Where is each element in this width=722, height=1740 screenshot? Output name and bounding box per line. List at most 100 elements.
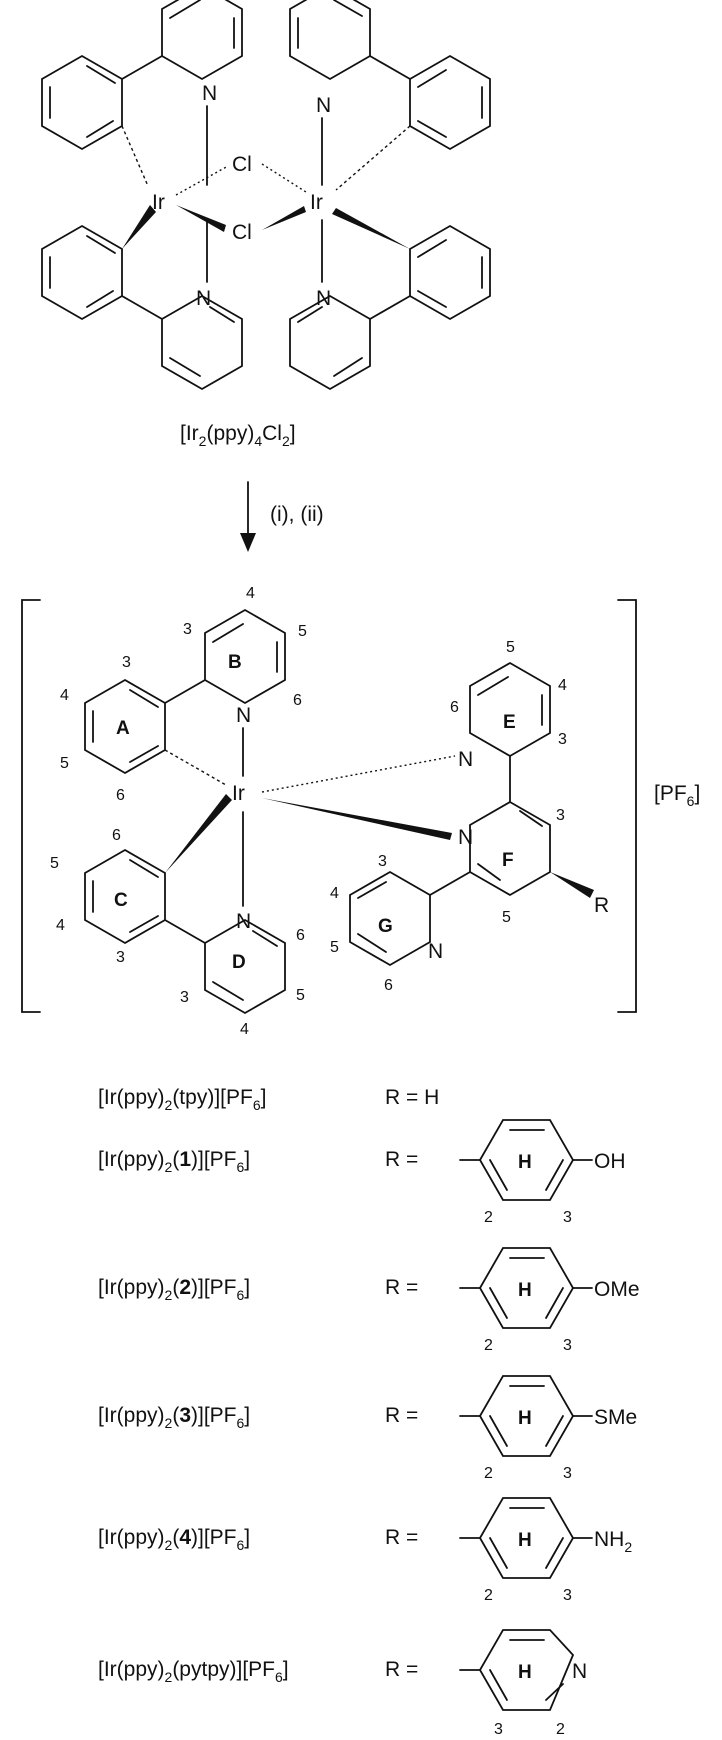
pyridine-ring	[161, 294, 243, 391]
ring-g	[349, 870, 431, 967]
substituent-group: OH	[594, 1150, 626, 1173]
position-2: 2	[484, 1337, 493, 1354]
ring-label-c: C	[114, 890, 128, 911]
position-5: 5	[298, 623, 307, 640]
counterion: [PF6]	[654, 782, 700, 809]
atom-n: N	[196, 287, 211, 310]
position-3: 3	[563, 1465, 572, 1482]
atom-n: N	[236, 910, 251, 933]
r-definition: R = H	[385, 1086, 439, 1109]
benzene-ring	[41, 54, 123, 151]
position-6: 6	[296, 927, 305, 944]
position-4: 4	[60, 687, 69, 704]
atom-ir: Ir	[310, 191, 323, 214]
position-6: 6	[116, 787, 125, 804]
position-6: 6	[450, 699, 459, 716]
ring-b	[204, 608, 286, 705]
right-bracket	[617, 599, 637, 1013]
position-2: 2	[556, 1721, 565, 1738]
compound-name: [Ir(ppy)2(4)][PF6]	[98, 1526, 250, 1553]
atom-r: R	[594, 894, 609, 917]
ring-d	[204, 918, 286, 1015]
position-6: 6	[293, 692, 302, 709]
pyridine-ring	[161, 0, 243, 81]
atom-cl: Cl	[232, 153, 252, 176]
position-3: 3	[116, 949, 125, 966]
ring-label-h: H	[518, 1408, 532, 1429]
atom-n: N	[202, 82, 217, 105]
position-4: 4	[56, 917, 65, 934]
compound-list: [Ir(ppy)2(tpy)][PF6] R = H [Ir(ppy)2(1)]…	[98, 1086, 640, 1738]
ring-label-f: F	[502, 850, 514, 871]
substituent-group: OMe	[594, 1278, 640, 1301]
ring-label-h: H	[518, 1280, 532, 1301]
atom-ir: Ir	[232, 782, 245, 805]
r-definition: R =	[385, 1404, 418, 1427]
ring-label-d: D	[232, 952, 246, 973]
compound-name: [Ir(ppy)2(2)][PF6]	[98, 1276, 250, 1303]
position-4: 4	[246, 585, 255, 602]
compound-name: [Ir(ppy)2(3)][PF6]	[98, 1404, 250, 1431]
position-3: 3	[563, 1337, 572, 1354]
ring-label-h: H	[518, 1530, 532, 1551]
benzene-ring	[41, 224, 123, 321]
r-definition: R =	[385, 1148, 418, 1171]
position-6: 6	[384, 977, 393, 994]
phenyl-substituent: H 2 3 NH2	[459, 1497, 632, 1604]
left-bracket	[21, 599, 41, 1013]
position-3: 3	[563, 1587, 572, 1604]
product-structure: A 3 4 5 6 B 3 4 5 6 N Ir C 6 5 4 3 D N 6	[21, 585, 637, 1038]
atom-n: N	[236, 704, 251, 727]
pyridine-ring	[289, 294, 371, 391]
ring-label-h: H	[518, 1152, 532, 1173]
position-2: 2	[484, 1465, 493, 1482]
reagent-label: (i), (ii)	[270, 503, 324, 526]
position-4: 4	[558, 677, 567, 694]
position-3: 3	[494, 1721, 503, 1738]
position-5: 5	[296, 987, 305, 1004]
ring-e	[469, 661, 551, 758]
dimer-formula: [Ir2(ppy)4Cl2]	[180, 422, 296, 449]
atom-n: N	[458, 748, 473, 771]
atom-n: N	[428, 940, 443, 963]
position-5: 5	[506, 639, 515, 656]
substituent-group: NH2	[594, 1528, 632, 1555]
r-definition: R =	[385, 1658, 418, 1681]
ring-label-e: E	[503, 712, 516, 733]
position-2: 2	[484, 1587, 493, 1604]
benzene-ring	[409, 224, 491, 321]
position-6: 6	[112, 827, 121, 844]
dimer-structure: N Ir N Cl Cl Ir N	[41, 0, 491, 391]
compound-name: [Ir(ppy)2(pytpy)][PF6]	[98, 1658, 289, 1685]
position-3: 3	[183, 621, 192, 638]
ring-label-b: B	[228, 652, 242, 673]
r-definition: R =	[385, 1526, 418, 1549]
ring-nitrogen: N	[572, 1660, 587, 1683]
position-2: 2	[484, 1209, 493, 1226]
phenyl-substituent: H 2 3 OH	[459, 1119, 626, 1226]
position-3: 3	[378, 853, 387, 870]
position-5: 5	[330, 939, 339, 956]
phenyl-substituent: H 2 3 OMe	[459, 1247, 640, 1354]
ring-f	[469, 800, 551, 897]
atom-n: N	[458, 826, 473, 849]
substituent-group: SMe	[594, 1406, 637, 1429]
ring-label-h: H	[518, 1662, 532, 1683]
atom-n: N	[316, 94, 331, 117]
atom-n: N	[316, 287, 331, 310]
position-4: 4	[240, 1021, 249, 1038]
pyridyl-substituent: H N 3 2	[459, 1629, 587, 1738]
ring-label-a: A	[116, 718, 130, 739]
reaction-arrow	[240, 481, 256, 552]
position-4: 4	[330, 885, 339, 902]
phenyl-substituent: H 2 3 SMe	[459, 1375, 637, 1482]
r-definition: R =	[385, 1276, 418, 1299]
benzene-ring	[409, 54, 491, 151]
position-3: 3	[180, 989, 189, 1006]
position-5: 5	[502, 909, 511, 926]
compound-name: [Ir(ppy)2(tpy)][PF6]	[98, 1086, 266, 1113]
position-3: 3	[556, 807, 565, 824]
position-5: 5	[50, 855, 59, 872]
compound-name: [Ir(ppy)2(1)][PF6]	[98, 1148, 250, 1175]
